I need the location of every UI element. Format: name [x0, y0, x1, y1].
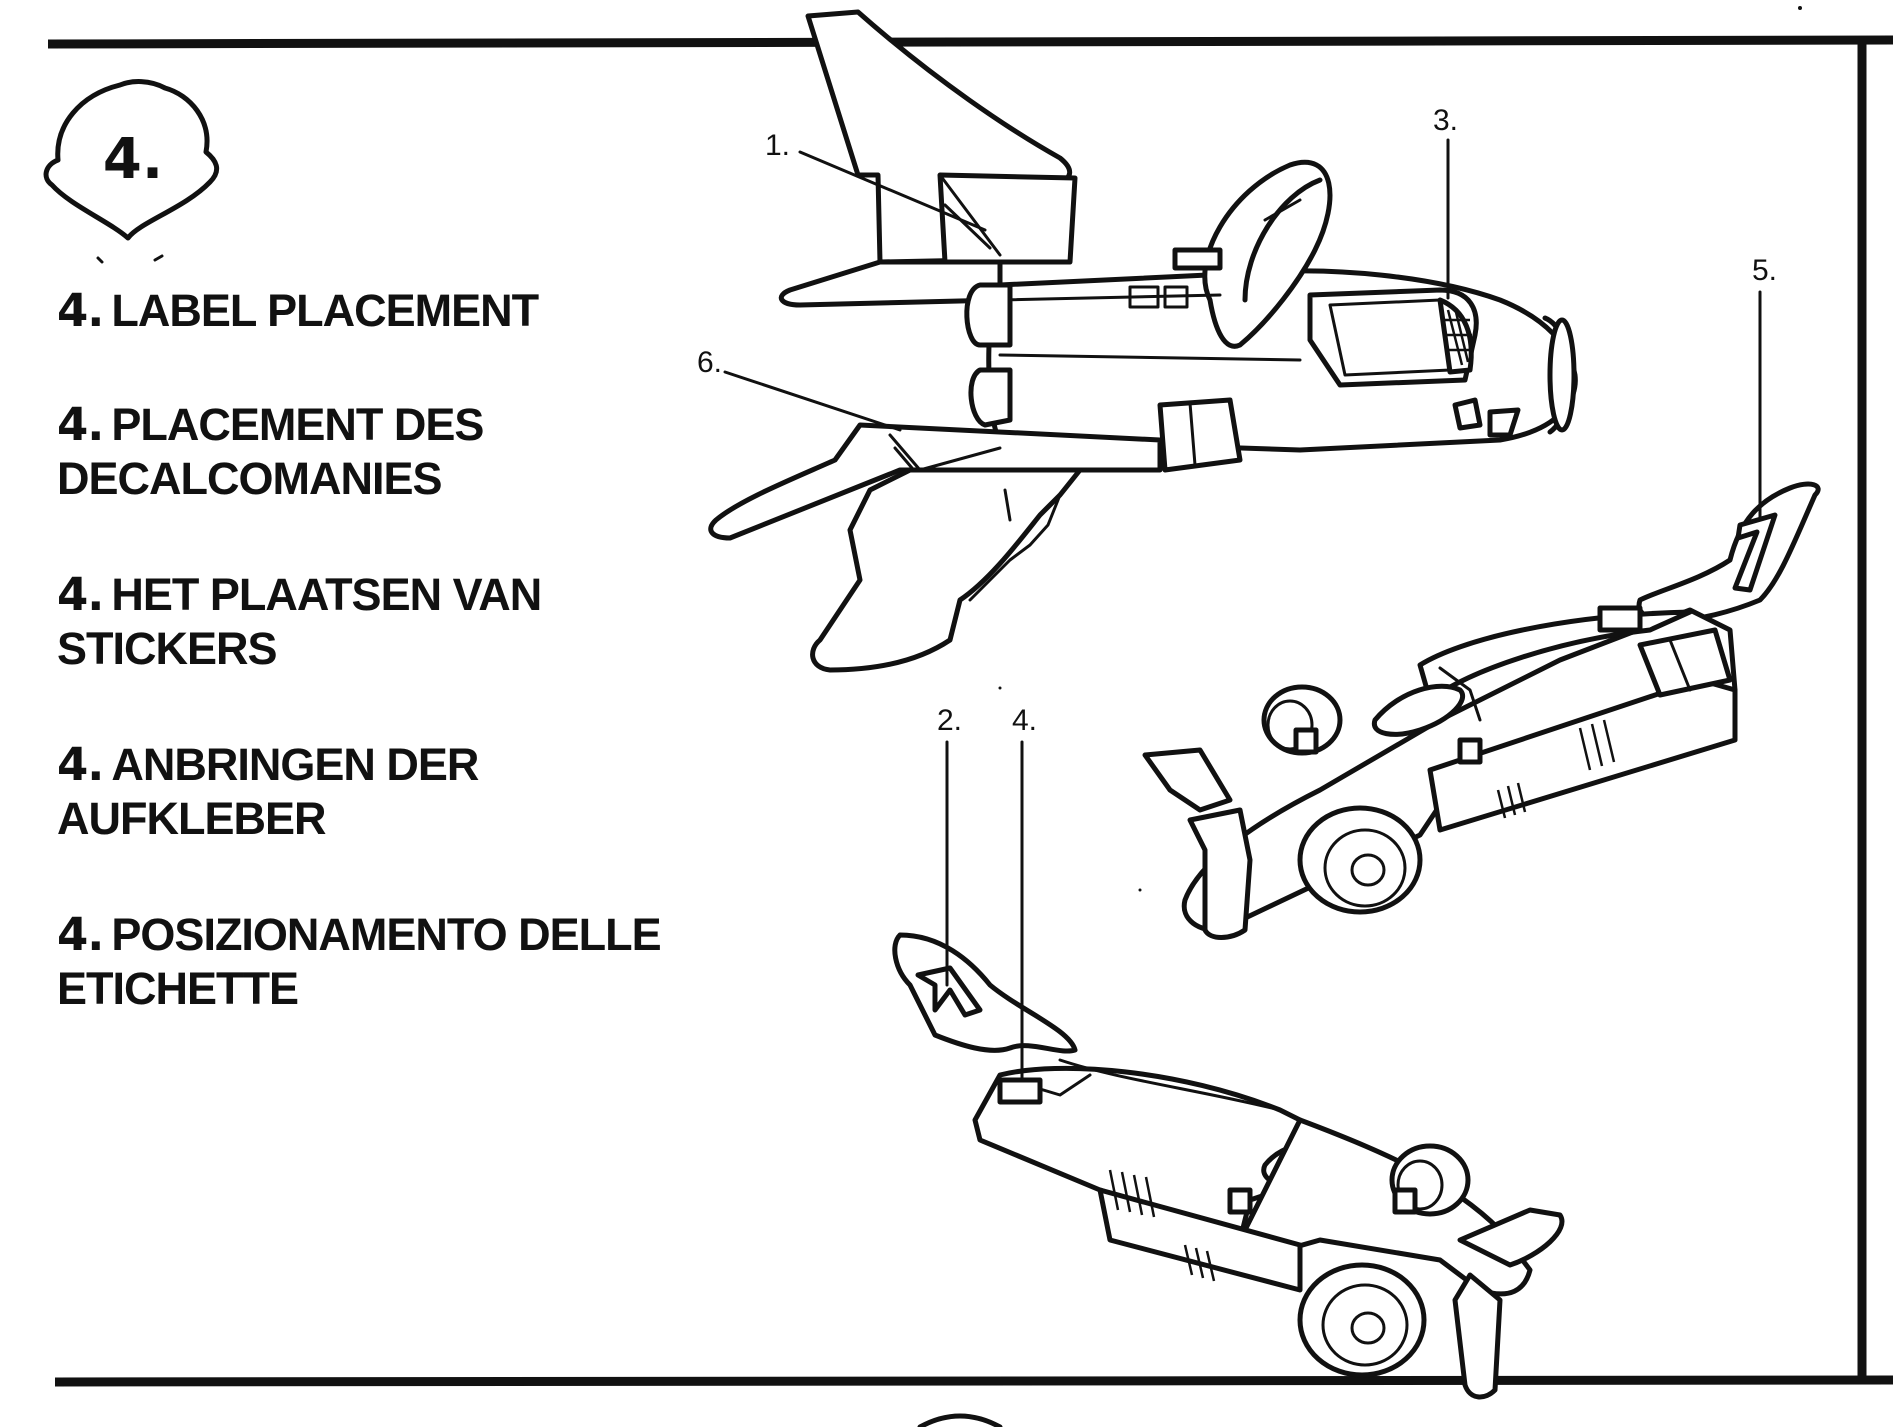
car-bottom-rear-wheel [1297, 1262, 1427, 1378]
next-step-badge-fragment [917, 1413, 1003, 1427]
step-badge-number: 4. [103, 127, 163, 192]
jet-ventral-fin [810, 467, 1083, 673]
callout-1: 1. [765, 129, 987, 232]
instruction-de-line-2: AUFKLEBER [57, 793, 326, 844]
instruction-fr-line-2: DECALCOMANIES [57, 453, 443, 504]
instruction-de-line-1: ANBRINGEN DER [111, 739, 479, 790]
instruction-de: 4.ANBRINGEN DER AUFKLEBER [57, 738, 479, 846]
car-illustration-right [1142, 481, 1821, 940]
car-right-rear-wheel [1297, 805, 1423, 915]
bottom-rule [54, 1375, 1893, 1387]
instruction-en: 4.LABEL PLACEMENT [57, 284, 539, 338]
instruction-en-number: 4. [57, 284, 104, 337]
car-right-hatching [1496, 719, 1616, 819]
callout-2-label: 2. [937, 704, 962, 737]
callout-5: 5. [1752, 254, 1777, 522]
instruction-it: 4.POSIZIONAMENTO DELLE ETICHETTE [57, 908, 662, 1016]
instruction-it-number: 4. [57, 908, 104, 961]
jet-cockpit [1307, 287, 1479, 388]
instruction-nl-line-2: STICKERS [57, 623, 278, 674]
car-illustration-bottom [892, 932, 1565, 1400]
jet-intake-upper [964, 282, 1013, 348]
jet-illustration [708, 9, 1578, 673]
jet-grille [1437, 297, 1474, 375]
callout-6: 6. [697, 346, 902, 432]
callout-3: 3. [1433, 104, 1458, 300]
instruction-fr-number: 4. [57, 398, 104, 451]
jet-lower-wing [708, 422, 1163, 541]
instruction-fr: 4.PLACEMENT DES DECALCOMANIES [57, 398, 484, 506]
car-bottom-front-wing [1457, 1207, 1565, 1268]
callout-5-label: 5. [1752, 254, 1777, 287]
car-bottom-hatching [1108, 1169, 1216, 1282]
callout-3-label: 3. [1433, 104, 1458, 137]
instruction-nl: 4.HET PLAATSEN VAN STICKERS [57, 568, 542, 676]
callout-2: 2. [937, 704, 962, 987]
callout-1-label: 1. [765, 129, 790, 162]
instruction-it-line-2: ETICHETTE [57, 963, 299, 1014]
instruction-de-number: 4. [57, 738, 104, 791]
instruction-fr-line-1: PLACEMENT DES [111, 399, 484, 450]
jet-upper-tailplane [778, 259, 1003, 308]
instruction-nl-number: 4. [57, 568, 104, 621]
instruction-nl-line-1: HET PLAATSEN VAN [111, 569, 542, 620]
instruction-en-line-1: LABEL PLACEMENT [111, 285, 539, 336]
callout-4: 4. [1012, 704, 1037, 1080]
callout-4-label: 4. [1012, 704, 1037, 737]
callout-6-label: 6. [697, 346, 722, 379]
instruction-it-line-1: POSIZIONAMENTO DELLE [111, 909, 661, 960]
jet-collar [1157, 397, 1243, 473]
top-rule [47, 35, 1893, 49]
car-bottom-rear-wing [892, 932, 1078, 1054]
car-right-cockpit [1371, 683, 1465, 737]
car-right-front-wing [1187, 807, 1253, 940]
step-badge: 4. [43, 79, 220, 264]
car-right-rear-wing [1636, 481, 1821, 624]
jet-canopy [1202, 159, 1333, 349]
